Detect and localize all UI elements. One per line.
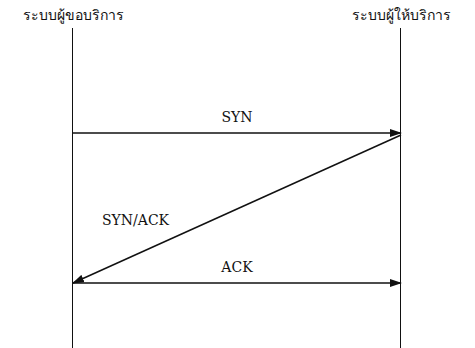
message-label: SYN xyxy=(219,109,254,125)
lifeline-node: ระบบผู้ให้บริการ xyxy=(349,6,454,348)
system-heading: ระบบผู้ให้บริการ xyxy=(349,6,454,24)
lifeline xyxy=(400,28,401,348)
message-arrow xyxy=(73,135,401,283)
message-label: ACK xyxy=(219,259,254,275)
system-heading: ระบบผู้ขอบริการ xyxy=(20,6,127,24)
lifeline-node: ระบบผู้ขอบริการ xyxy=(20,6,127,348)
lifeline xyxy=(72,28,73,348)
message-arrow xyxy=(73,282,401,284)
message-arrow xyxy=(73,132,401,134)
message-label: SYN/ACK xyxy=(100,212,171,228)
